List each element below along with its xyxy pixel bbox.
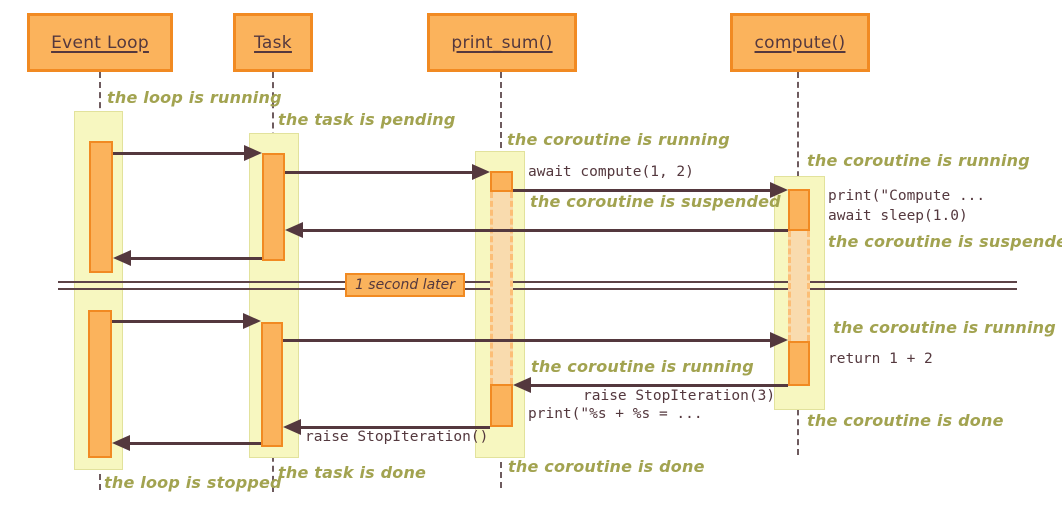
participant-label-print-sum: print_sum()	[451, 32, 553, 53]
activation-bar-compute	[788, 189, 810, 231]
participant-print-sum: print_sum()	[427, 13, 577, 72]
divider-label: 1 second later	[345, 273, 465, 297]
activation-bar-task	[261, 322, 283, 447]
activation-bar-compute	[788, 341, 810, 386]
state-note: the coroutine is running	[807, 151, 1030, 170]
message-arrow-event-loop-to-task	[113, 151, 250, 155]
state-note: the coroutine is done	[508, 457, 705, 476]
state-note: the coroutine is suspended	[828, 232, 1062, 251]
message-arrow-compute-to-print-sum	[525, 383, 788, 387]
activation-bar-print-sum	[490, 171, 513, 192]
message-arrow-event-loop-to-task	[112, 319, 249, 323]
state-note: the coroutine is running	[531, 357, 754, 376]
arrowhead-icon	[243, 313, 261, 329]
message-label: print("Compute ...	[828, 188, 986, 204]
state-note: the task is pending	[278, 110, 456, 129]
state-note: the task is done	[278, 463, 427, 482]
state-note: the coroutine is done	[807, 411, 1004, 430]
message-arrow-task-to-event-loop	[125, 256, 262, 260]
activation-bar-event-loop	[88, 310, 112, 458]
message-label: raise StopIteration(3)	[583, 388, 776, 404]
message-arrow-task-to-event-loop	[124, 441, 261, 445]
message-arrow-task-to-print-sum	[285, 170, 478, 174]
participant-label-task: Task	[254, 32, 292, 53]
arrowhead-icon	[770, 182, 788, 198]
message-arrow-compute-to-task	[297, 228, 788, 232]
activation-bar-print-sum	[490, 384, 513, 427]
arrowhead-icon	[244, 145, 262, 161]
message-arrow-print-sum-to-task	[295, 425, 490, 429]
state-note: the loop is running	[107, 88, 282, 107]
message-arrow-print-sum-to-compute	[513, 188, 776, 192]
message-label: await compute(1, 2)	[528, 164, 694, 180]
divider-line	[58, 288, 1017, 290]
activation-bar-task	[262, 153, 285, 261]
participant-compute: compute()	[730, 13, 870, 72]
activation-bar-event-loop	[89, 141, 113, 273]
message-arrow-task-to-compute	[283, 338, 776, 342]
state-note: the coroutine is running	[833, 318, 1056, 337]
participant-task: Task	[233, 13, 313, 72]
message-label: raise StopIteration()	[305, 429, 489, 445]
participant-label-event-loop: Event Loop	[51, 32, 149, 53]
suspension-bar-compute	[788, 231, 810, 341]
suspension-bar-print-sum	[490, 192, 513, 384]
arrowhead-icon	[113, 250, 131, 266]
divider-line	[58, 281, 1017, 283]
arrowhead-icon	[283, 419, 301, 435]
arrowhead-icon	[472, 164, 490, 180]
participant-event-loop: Event Loop	[27, 13, 173, 72]
message-label: print("%s + %s = ...	[528, 406, 703, 422]
arrowhead-icon	[285, 222, 303, 238]
state-note: the coroutine is running	[507, 130, 730, 149]
arrowhead-icon	[112, 435, 130, 451]
state-note: the loop is stopped	[104, 473, 282, 492]
arrowhead-icon	[770, 332, 788, 348]
participant-label-compute: compute()	[754, 32, 846, 53]
state-note: the coroutine is suspended	[530, 192, 781, 211]
message-label: await sleep(1.0)	[828, 208, 968, 224]
arrowhead-icon	[513, 377, 531, 393]
message-label: return 1 + 2	[828, 351, 933, 367]
